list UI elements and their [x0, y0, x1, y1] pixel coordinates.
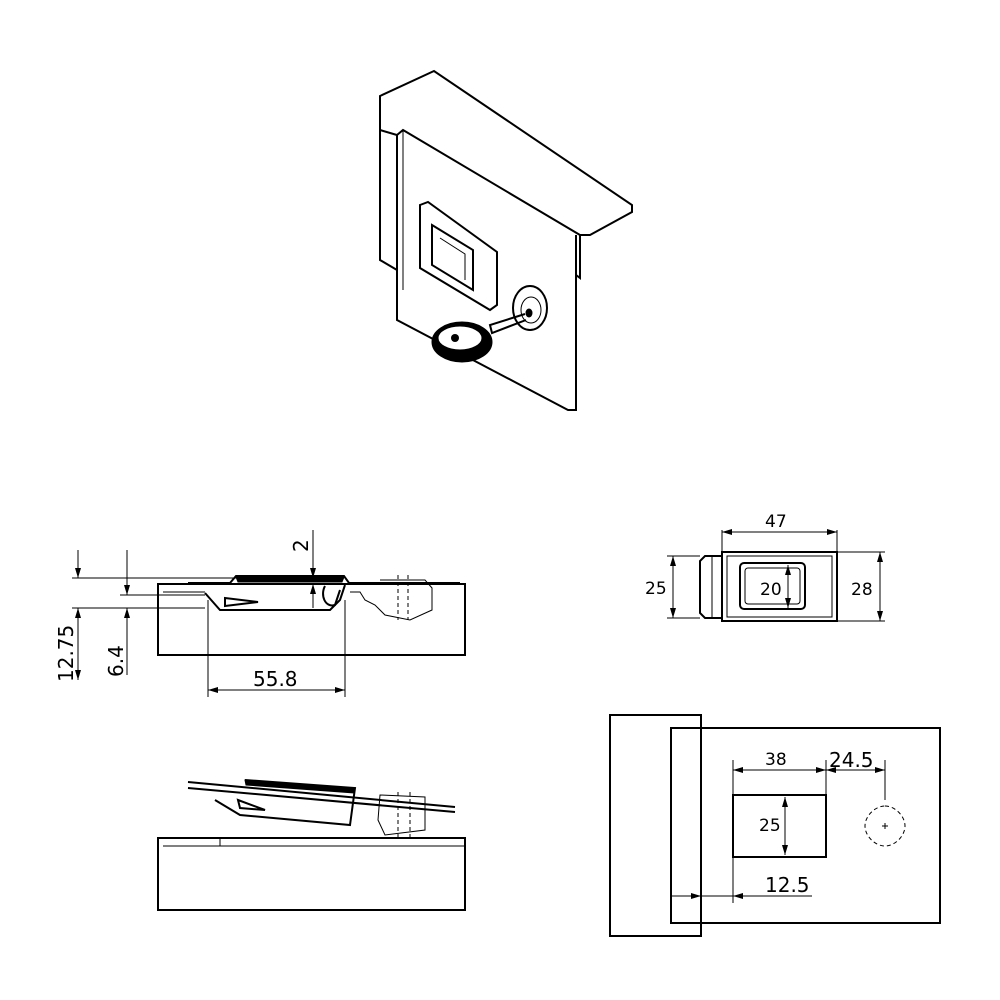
side-view-closed: 12.75 6.4 2 55.8: [54, 530, 466, 697]
dim-edge-offset: 12.5: [765, 873, 810, 897]
dim-right-height: 28: [851, 580, 873, 600]
key-icon: [431, 313, 527, 363]
dim-cutout-width: 38: [765, 750, 787, 770]
lock-hole: [864, 805, 906, 847]
dim-left-height: 25: [645, 579, 667, 599]
dim-hole-offset: 24.5: [829, 748, 874, 772]
handle-recess: [419, 200, 498, 312]
isometric-view: [379, 69, 633, 411]
lock-cylinder: [512, 285, 548, 331]
dim-length: 55.8: [253, 667, 298, 691]
dim-width: 47: [765, 512, 787, 532]
dim-inner-height: 20: [760, 580, 782, 600]
dim-cutout-height: 25: [759, 816, 781, 836]
cutout-view: 38 24.5 25 12.5: [609, 714, 941, 937]
front-view: 47 25 20 28: [645, 512, 885, 622]
dim-upper-height: 6.4: [104, 645, 128, 677]
side-view-open: [157, 779, 466, 911]
dim-top-offset: 2: [289, 539, 313, 552]
dim-total-height: 12.75: [54, 625, 78, 682]
